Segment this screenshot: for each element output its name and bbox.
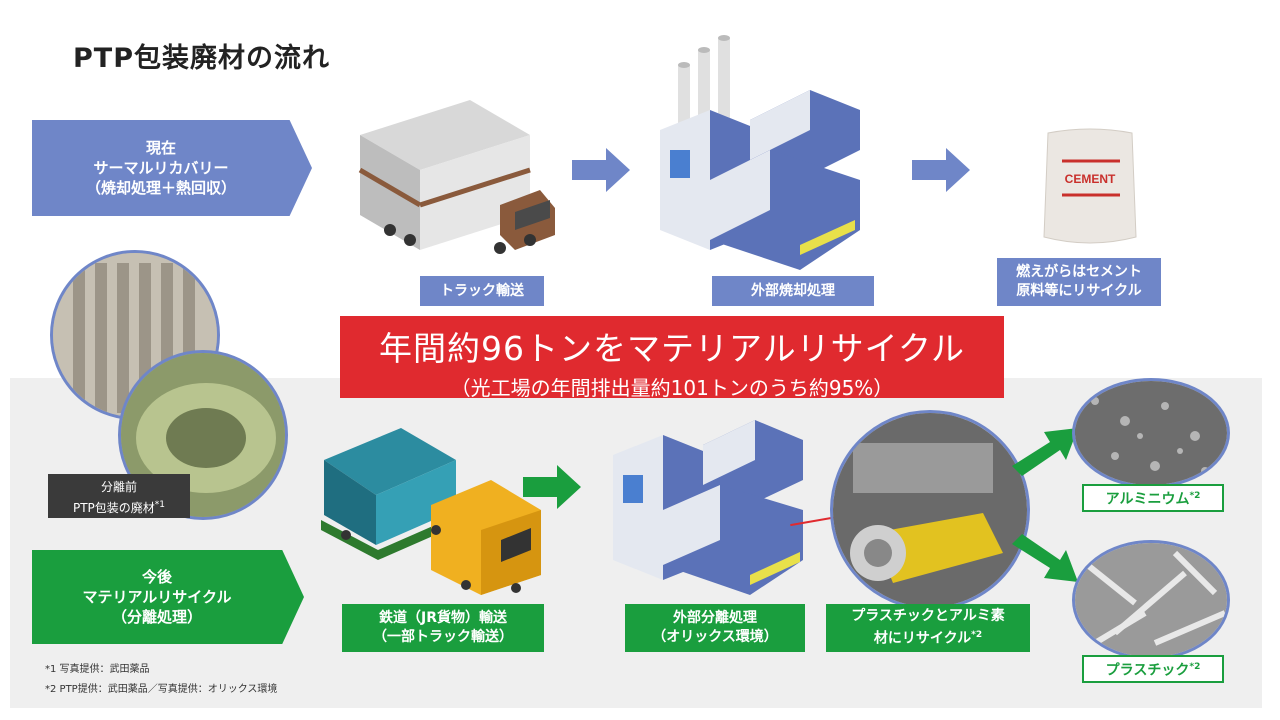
recycle-sup: *2 [971, 630, 983, 641]
photo-caption-1: 分離前 [100, 480, 137, 494]
cement-bag-text: CEMENT [1065, 172, 1116, 186]
current-label-3: （焼却処理＋熱回収） [85, 179, 236, 197]
separation-label: 外部分離処理 （オリックス環境） [625, 604, 805, 652]
aluminum-label: アルミニウム*2 [1082, 484, 1224, 512]
recycle-label-2: 材にリサイクル [873, 630, 972, 647]
banner-main-text: 年間約96トンをマテリアルリサイクル [378, 329, 965, 368]
cement-label-2: 原料等にリサイクル [1016, 283, 1142, 299]
truck-transport-label: トラック輸送 [420, 276, 544, 306]
separation-label-1: 外部分離処理 [673, 610, 757, 626]
arrow-up-right-icon [1012, 428, 1078, 476]
aluminum-photo [1072, 378, 1230, 488]
recycle-label-1: プラスチックとアルミ素 [851, 608, 1005, 625]
plastic-label: プラスチック*2 [1082, 655, 1224, 683]
aluminum-sup: *2 [1189, 490, 1201, 501]
current-label-2: サーマルリカバリー [93, 159, 229, 177]
arrow-down-right-icon [1012, 534, 1078, 582]
separation-factory-icon [613, 420, 803, 595]
material-recycle-banner: 年間約96トンをマテリアルリサイクル （光工場の年間排出量約101トンのうち約9… [340, 316, 1004, 400]
photo-caption: 分離前 PTP包装の廃材*1 [48, 474, 190, 518]
current-method-chevron: 現在 サーマルリカバリー （焼却処理＋熱回収） [32, 120, 312, 216]
plastic-photo [1072, 540, 1230, 660]
current-label-1: 現在 [145, 139, 176, 157]
rail-transport-label: 鉄道（JR貨物）輸送 （一部トラック輸送） [342, 604, 544, 652]
arrow-right-icon [523, 465, 581, 509]
future-label-2: マテリアルリサイクル [82, 588, 232, 606]
incineration-factory-icon [660, 35, 860, 270]
photo-caption-2: PTP包装の廃材 [72, 501, 155, 515]
arrow-right-icon [912, 148, 970, 192]
arrow-right-icon [572, 148, 630, 192]
photo-caption-sup: *1 [154, 500, 166, 510]
separation-label-2: （オリックス環境） [652, 629, 778, 645]
freight-train-icon [321, 428, 541, 595]
plastic-sup: *2 [1189, 661, 1201, 672]
future-label-1: 今後 [141, 568, 172, 586]
page-title: PTP包装廃材の流れ [73, 43, 330, 74]
banner-sub-text: （光工場の年間排出量約101トンのうち約95%） [450, 376, 894, 400]
truck-icon [358, 100, 555, 254]
aluminum-text: アルミニウム [1105, 491, 1190, 508]
future-label-3: （分離処理） [111, 608, 202, 626]
incineration-label: 外部焼却処理 [712, 276, 874, 306]
footnote-1: *1 写真提供：武田薬品 [45, 664, 150, 675]
cement-bag-icon: CEMENT [1043, 128, 1137, 244]
rail-label-1: 鉄道（JR貨物）輸送 [379, 610, 507, 626]
separator-machine-photo [830, 410, 1030, 610]
recycle-label: プラスチックとアルミ素 材にリサイクル*2 [826, 604, 1030, 652]
plastic-text: プラスチック [1105, 662, 1190, 679]
cement-label-1: 燃えがらはセメント [1016, 264, 1142, 280]
footnote-2: *2 PTP提供：武田薬品／写真提供：オリックス環境 [45, 684, 278, 695]
cement-recycle-label: 燃えがらはセメント 原料等にリサイクル [997, 258, 1161, 306]
rail-label-2: （一部トラック輸送） [373, 629, 513, 645]
future-method-chevron: 今後 マテリアルリサイクル （分離処理） [32, 550, 304, 644]
